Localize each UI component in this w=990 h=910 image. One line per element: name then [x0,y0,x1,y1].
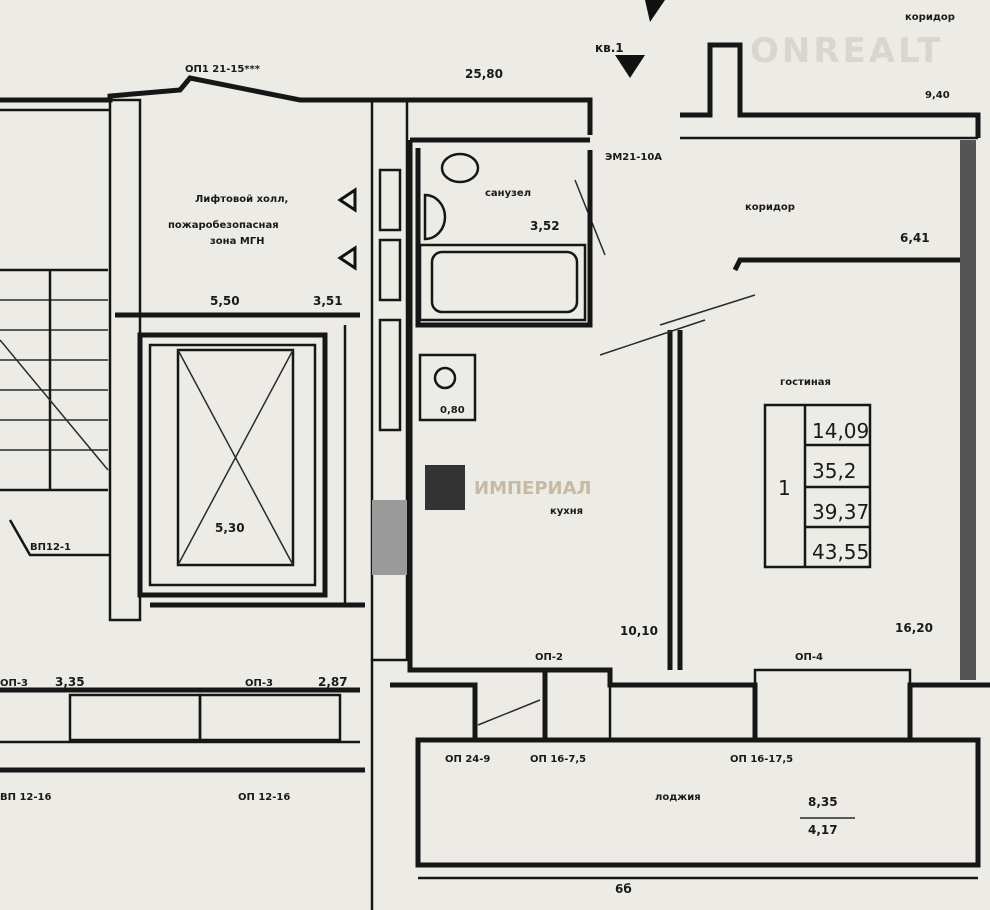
label: ОП 16-17,5 [730,754,793,765]
label: 25,80 [465,67,503,81]
stove [425,465,465,510]
exit-marker-icon [337,245,357,271]
section-arrow-icon [645,0,665,22]
label: коридор [745,202,795,213]
label: ЭМ21-10А [605,152,662,163]
living-area-value: 14,09 [812,419,869,443]
exterior-wall-right [960,140,976,680]
section-arrow-icon [615,55,645,78]
label: 8,35 [808,795,838,809]
label: ОП-3 [245,678,273,689]
total-with-loggia-value: 39,37 [812,500,869,524]
apartment-area-table: 1 14,09 35,2 39,37 43,55 [763,403,872,569]
watermark-onrealt: ONREALT [750,31,943,71]
label: гостиная [780,377,831,388]
label: 10,10 [620,624,658,638]
watermark-imperial: ИМПЕРИАЛ [474,478,591,499]
label: ОП1 21-15*** [185,64,261,75]
label: 0,80 [440,405,465,416]
label: кв.1 [595,41,624,55]
label: 6,41 [900,231,930,245]
label: санузел [485,188,531,199]
label: 3,35 [55,675,85,689]
label: 9,40 [925,90,950,101]
plan-labels: ОП1 21-15*** 25,80 кв.1 9,40 коридор ЭМ2… [0,12,955,896]
label: 3,52 [530,219,560,233]
stairs [0,268,110,557]
label: 3,51 [313,294,343,308]
label: ОП 12-16 [238,792,290,803]
label: ОП-3 [0,678,28,689]
label: 5,30 [215,521,245,535]
total-area-value: 35,2 [812,459,857,483]
label: ОП-2 [535,652,563,663]
label: зона МГН [210,236,265,247]
label: ОП 24-9 [445,754,490,765]
label: ВП12-1 [30,542,71,553]
total-full-value: 43,55 [812,540,869,564]
label: 5,50 [210,294,240,308]
exit-marker-icon [337,187,357,213]
label: кухня [550,506,583,517]
label: пожаробезопасная [168,219,279,231]
room-count: 1 [778,476,791,500]
label: коридор [905,12,955,23]
label: 6б [615,882,632,896]
label: 16,20 [895,621,933,635]
label: 4,17 [808,823,838,837]
label: Лифтовой холл, [195,193,288,205]
label: ВП 12-16 [0,792,51,803]
label: ОП-4 [795,652,823,663]
label: ОП 16-7,5 [530,754,586,765]
label: лоджия [655,792,701,803]
label: 2,87 [318,675,348,689]
